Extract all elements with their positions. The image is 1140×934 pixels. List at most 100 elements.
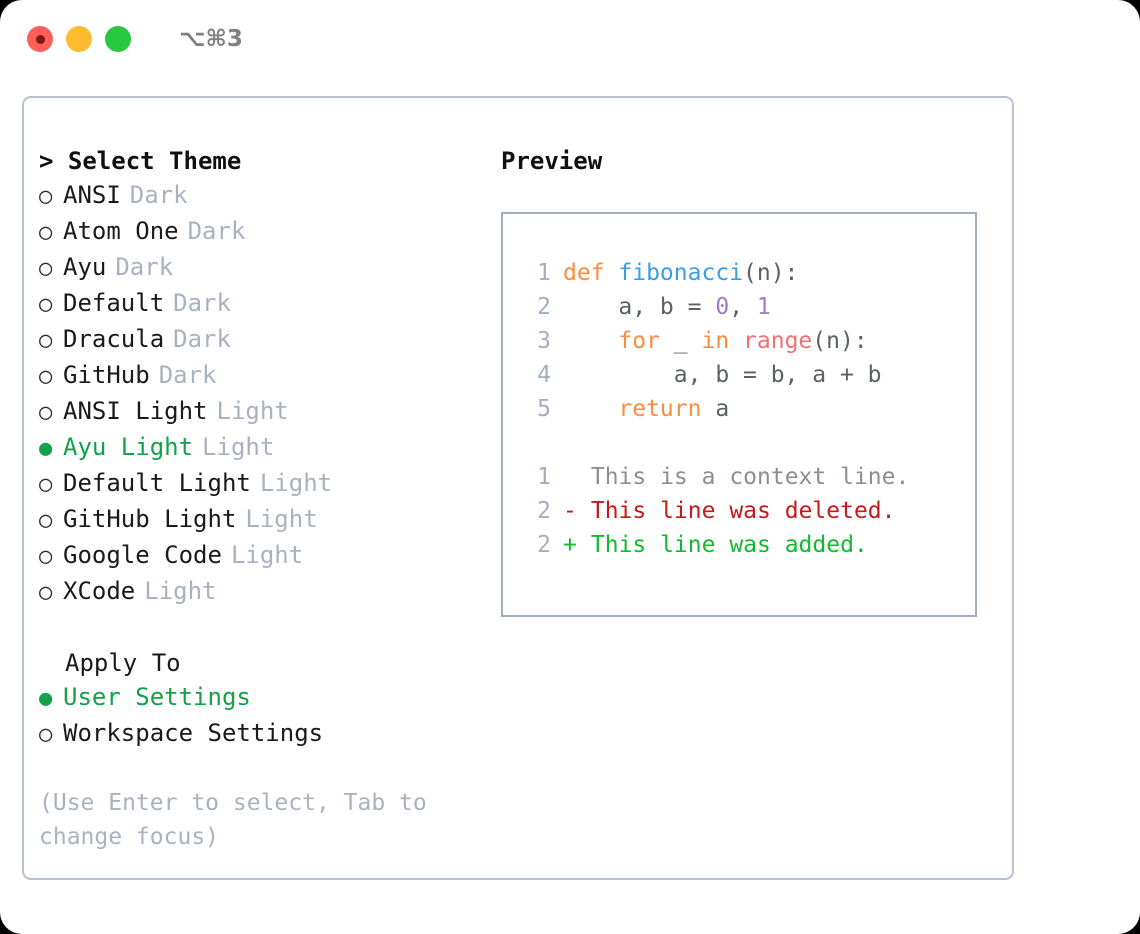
theme-option-tag: Dark — [129, 181, 188, 209]
diff-line-number: 1 — [537, 464, 551, 490]
radio-empty-icon: ○ — [39, 256, 53, 281]
titlebar: ⌥⌘3 — [0, 0, 1140, 78]
apply-to-option-list[interactable]: ●User Settings ○ Workspace Settings — [39, 680, 469, 752]
code-diff-separator — [517, 426, 975, 460]
radio-empty-icon: ○ — [39, 220, 53, 245]
maximize-button[interactable] — [105, 26, 131, 52]
theme-option-tag: Light — [245, 505, 318, 533]
window-controls — [27, 26, 131, 52]
theme-option-tag: Light — [216, 397, 289, 425]
code-line-number: 3 — [537, 328, 551, 354]
code-token: def — [563, 260, 619, 286]
code-token: 0 — [715, 294, 730, 320]
theme-option-ayu[interactable]: ○ Ayu Dark — [39, 250, 469, 286]
diff-line: 2+ This line was added. — [517, 528, 975, 562]
keyboard-hint: (Use Enter to select, Tab to change focu… — [39, 790, 427, 850]
code-token: a, b = — [563, 294, 716, 320]
radio-empty-icon: ○ — [39, 722, 53, 747]
radio-empty-icon: ○ — [39, 580, 53, 605]
code-token — [563, 392, 618, 426]
code-token: fibonacci — [618, 260, 744, 286]
radio-empty-icon: ○ — [39, 292, 53, 317]
code-token: in — [701, 328, 730, 354]
theme-option-label: Default Light — [63, 469, 251, 497]
code-line: 3 for _ in range(n): — [517, 324, 975, 358]
code-token — [729, 324, 743, 358]
diff-marker: - — [563, 498, 577, 524]
recording-indicator-icon — [35, 34, 45, 44]
diff-text: This line was deleted. — [577, 498, 896, 524]
diff-marker: + — [563, 532, 577, 558]
diff-text: This is a context line. — [577, 464, 910, 490]
shortcut-label: ⌥⌘3 — [179, 26, 243, 52]
apply-to-option-label: Workspace Settings — [63, 719, 324, 747]
minimize-button[interactable] — [66, 26, 92, 52]
code-line-number: 5 — [537, 396, 551, 422]
theme-option-label: Ayu — [63, 253, 107, 281]
theme-option-tag: Light — [144, 577, 217, 605]
theme-option-default-light[interactable]: ○ Default Light Light — [39, 466, 469, 502]
select-theme-heading: > Select Theme — [39, 147, 242, 175]
diff-line-number: 2 — [537, 498, 551, 524]
theme-option-label: XCode — [63, 577, 136, 605]
apply-to-option-workspace-settings[interactable]: ○ Workspace Settings — [39, 716, 469, 752]
close-button[interactable] — [27, 26, 53, 52]
theme-option-tag: Dark — [173, 325, 231, 353]
apply-to-heading: Apply To — [65, 649, 181, 677]
preview-heading: Preview — [501, 147, 603, 175]
radio-selected-icon: ● — [39, 436, 53, 461]
diff-line: 2- This line was deleted. — [517, 494, 975, 528]
theme-option-ayu-light[interactable]: ● Ayu Light Light — [39, 430, 469, 466]
code-line: 2 a, b = 0, 1 — [517, 290, 975, 324]
theme-option-label: Ayu Light — [63, 433, 194, 461]
diff-sample: 1 This is a context line.2- This line wa… — [517, 460, 975, 562]
code-token: return — [618, 396, 702, 422]
theme-option-xcode[interactable]: ○ XCode Light — [39, 574, 469, 610]
radio-empty-icon: ○ — [39, 184, 53, 209]
apply-to-section: Apply To ●User Settings ○ Workspace Settin… — [39, 646, 469, 752]
theme-option-label: Default — [63, 289, 165, 317]
theme-option-tag: Light — [230, 541, 304, 569]
theme-option-tag: Dark — [115, 253, 174, 281]
theme-option-tag: Dark — [187, 217, 246, 245]
diff-marker — [563, 460, 577, 494]
code-token: a — [701, 396, 730, 422]
theme-option-label: ANSI — [63, 181, 121, 209]
apply-to-option-user-settings[interactable]: ●User Settings — [39, 680, 469, 716]
radio-empty-icon: ○ — [39, 472, 53, 497]
code-token: range — [743, 328, 813, 354]
code-token: , — [729, 294, 757, 320]
code-line: 4 a, b = b, a + b — [517, 358, 975, 392]
theme-option-label: GitHub Light — [63, 505, 237, 533]
theme-option-tag: Light — [259, 469, 333, 497]
diff-line: 1 This is a context line. — [517, 460, 975, 494]
code-token: (n): — [812, 328, 868, 354]
theme-option-default[interactable]: ○ Default Dark — [39, 286, 469, 322]
code-token: _ — [659, 328, 702, 354]
theme-option-label: GitHub — [63, 361, 150, 389]
theme-option-tag: Light — [202, 433, 275, 461]
code-line-number: 4 — [537, 362, 551, 388]
theme-option-tag: Dark — [173, 289, 231, 317]
radio-empty-icon: ○ — [39, 400, 53, 425]
code-line: 5 return a — [517, 392, 975, 426]
radio-empty-icon: ○ — [39, 364, 53, 389]
theme-option-ansi[interactable]: ○ ANSI Dark — [39, 178, 469, 214]
theme-option-label: Google Code — [63, 541, 222, 569]
code-token: for — [618, 328, 660, 354]
radio-empty-icon: ○ — [39, 328, 53, 353]
code-token — [563, 324, 618, 358]
code-token: (n): — [743, 260, 799, 286]
